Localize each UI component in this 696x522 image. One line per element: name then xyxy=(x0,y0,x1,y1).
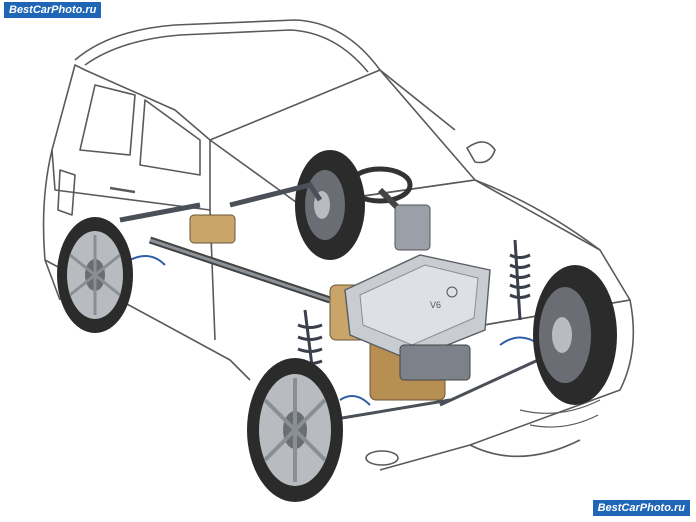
engine-block: V6 xyxy=(344,254,491,381)
engine-badge: V6 xyxy=(430,300,441,310)
front-near-wheel xyxy=(247,358,343,502)
watermark-top-left: BestCarPhoto.ru xyxy=(4,2,102,18)
watermark-bottom-right: BestCarPhoto.ru xyxy=(592,500,690,516)
front-far-wheel xyxy=(533,265,617,405)
rear-far-wheel xyxy=(295,150,365,260)
rear-near-wheel xyxy=(57,217,133,333)
